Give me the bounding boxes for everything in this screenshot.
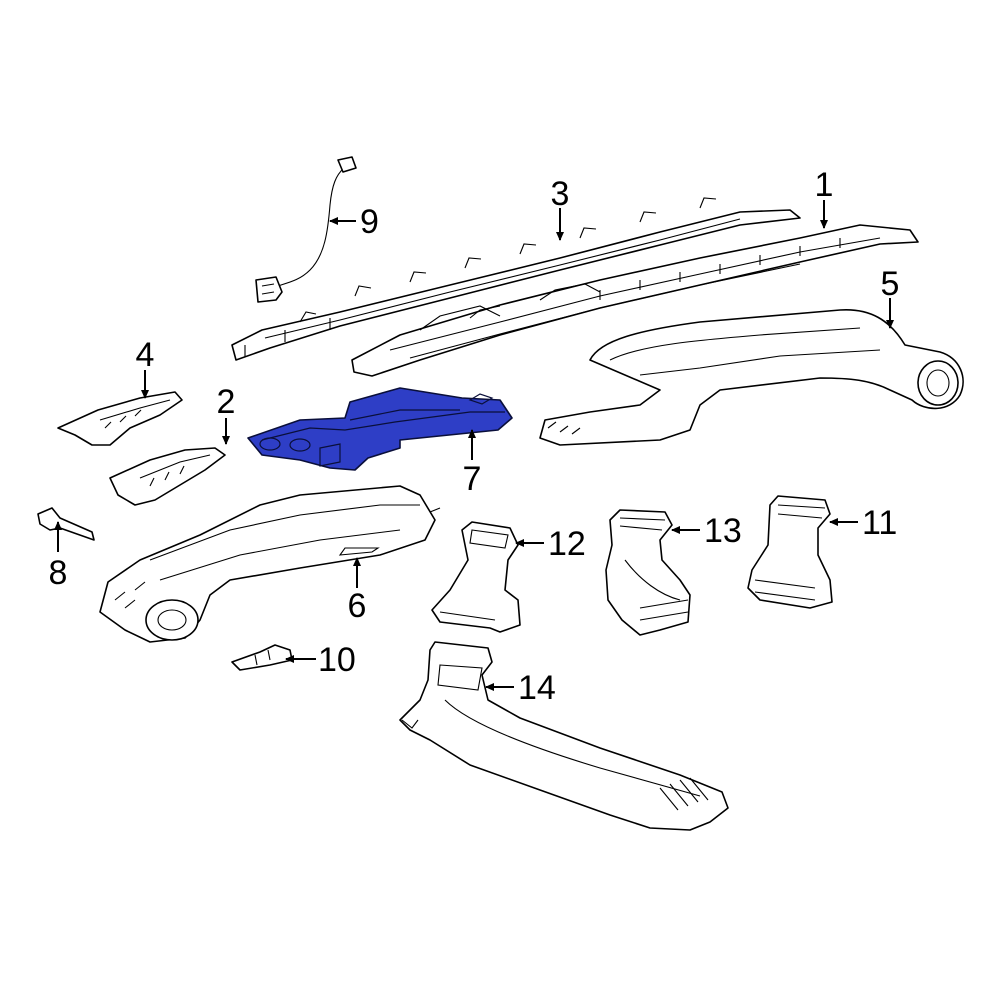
callout-8: 8: [49, 554, 68, 592]
callout-5: 5: [881, 265, 900, 303]
part-8-sensor[interactable]: [37, 507, 95, 541]
callout-2: 2: [217, 383, 236, 421]
part-10-clip[interactable]: [231, 644, 293, 671]
callout-3: 3: [551, 175, 570, 213]
part-9-wire-harness[interactable]: [255, 156, 357, 303]
part-14-floor-duct[interactable]: [399, 641, 729, 831]
part-4-left-bracket[interactable]: [57, 391, 183, 446]
part-3-upper-bracket[interactable]: [231, 197, 801, 361]
callout-7: 7: [463, 460, 482, 498]
part-1-dash-beam[interactable]: [351, 224, 919, 377]
part-11-outlet-duct[interactable]: [747, 495, 833, 609]
callout-6: 6: [348, 587, 367, 625]
part-2-left-inner-bracket[interactable]: [109, 447, 226, 506]
part-6-left-duct[interactable]: [99, 485, 441, 643]
callout-10: 10: [318, 641, 356, 679]
part-13-elbow-duct[interactable]: [605, 509, 691, 636]
part-7-center-duct-highlighted[interactable]: [247, 387, 513, 471]
part-12-outlet-duct[interactable]: [431, 521, 521, 633]
callout-1: 1: [815, 166, 834, 204]
callout-11: 11: [862, 504, 897, 542]
callout-4: 4: [136, 336, 155, 374]
part-5-right-duct[interactable]: [539, 309, 964, 446]
callout-14: 14: [518, 669, 556, 707]
callout-13: 13: [704, 512, 742, 550]
callout-leaders: [54, 200, 894, 691]
callout-labels: 1 2 3 4 5 6 7 8 9 10 11 12 13 14: [49, 166, 900, 707]
callout-9: 9: [360, 203, 379, 241]
callout-12: 12: [548, 525, 586, 563]
